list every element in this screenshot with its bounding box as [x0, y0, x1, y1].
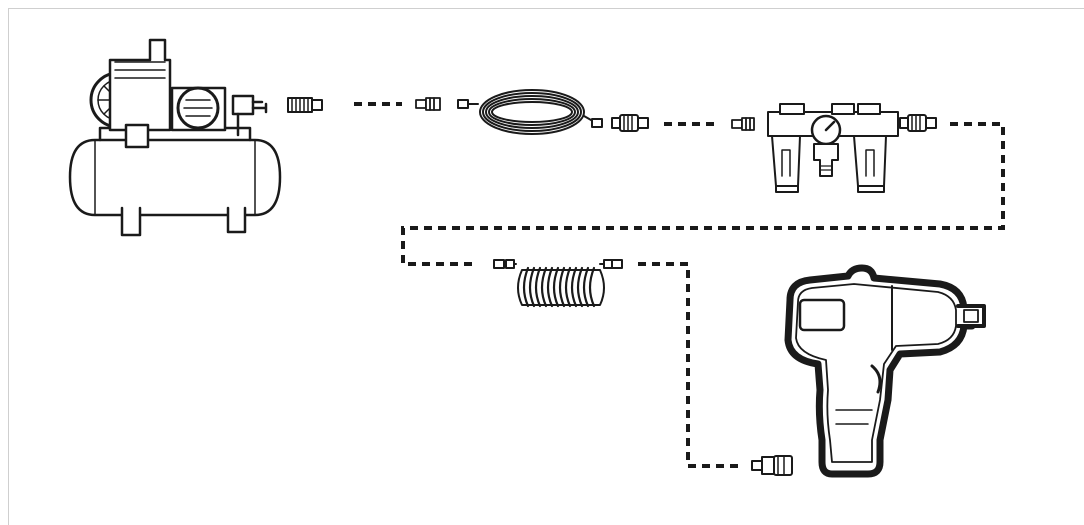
coiled-hose-icon — [457, 89, 603, 135]
plug-icon — [751, 455, 793, 476]
plug-icon — [731, 117, 755, 131]
air-compressor-icon — [68, 38, 282, 237]
impact-wrench-icon — [784, 264, 986, 478]
connection-line-4 — [638, 262, 738, 468]
coupler-icon — [611, 114, 649, 132]
connection-line-3 — [401, 122, 1005, 266]
coupler-icon — [899, 114, 937, 132]
frame-left-border — [8, 8, 9, 525]
frl-unit-icon — [767, 103, 899, 193]
recoil-hose-icon — [493, 259, 623, 308]
plug-icon — [415, 97, 441, 111]
coupler-icon — [287, 97, 323, 113]
frame-top-border — [8, 8, 1084, 9]
